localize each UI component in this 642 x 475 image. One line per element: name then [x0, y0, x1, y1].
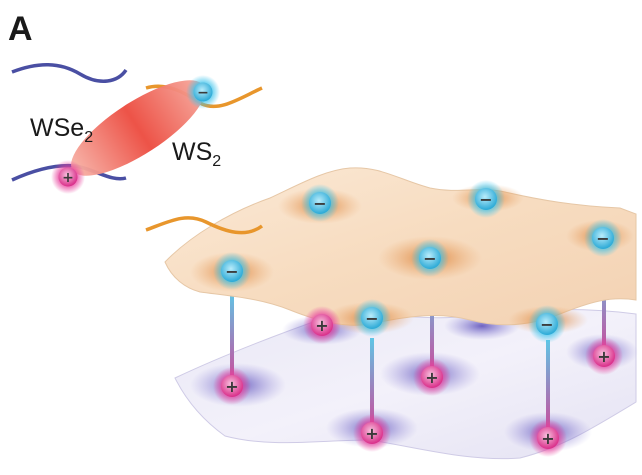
hole: + [585, 337, 623, 375]
band-schematic: − + WSe2 WS2 [11, 63, 263, 194]
hole-sign: + [541, 429, 554, 448]
electron: − [353, 299, 391, 337]
hole-sign: + [425, 368, 438, 387]
hole-array: + + + + + + [213, 306, 623, 457]
hole-sign: + [62, 170, 74, 186]
electron-sign: − [540, 315, 553, 334]
hole: + [529, 419, 567, 457]
hole: + [413, 358, 451, 396]
electron: − [467, 180, 505, 218]
band-electron: − [186, 75, 220, 109]
hole-sign: + [315, 316, 328, 335]
interlayer-exciton [71, 80, 205, 176]
hole-sign: + [597, 347, 610, 366]
ws2-label: WS2 [172, 138, 221, 170]
electron: − [301, 184, 339, 222]
electron: − [528, 305, 566, 343]
electron-sign: − [479, 190, 492, 209]
panel-label: A [8, 10, 33, 48]
hole: + [213, 367, 251, 405]
electron-sign: − [423, 249, 436, 268]
electron: − [584, 219, 622, 257]
electron-sign: − [197, 85, 209, 101]
hole: + [353, 414, 391, 452]
electron-sign: − [365, 309, 378, 328]
band-hole: + [51, 160, 85, 194]
wse2-band-top [11, 63, 128, 83]
hole: + [303, 306, 341, 344]
electron-array: − − − − − − − [213, 180, 622, 343]
hole-sign: + [225, 377, 238, 396]
electron-sign: − [596, 229, 609, 248]
top-moire-layer [164, 167, 637, 334]
wse2-label: WSe2 [30, 114, 93, 146]
electron-sign: − [225, 262, 238, 281]
hole-sign: + [365, 424, 378, 443]
ws2-band-stub [145, 216, 264, 235]
electron: − [213, 252, 251, 290]
electron-sign: − [313, 194, 326, 213]
electron: − [411, 239, 449, 277]
